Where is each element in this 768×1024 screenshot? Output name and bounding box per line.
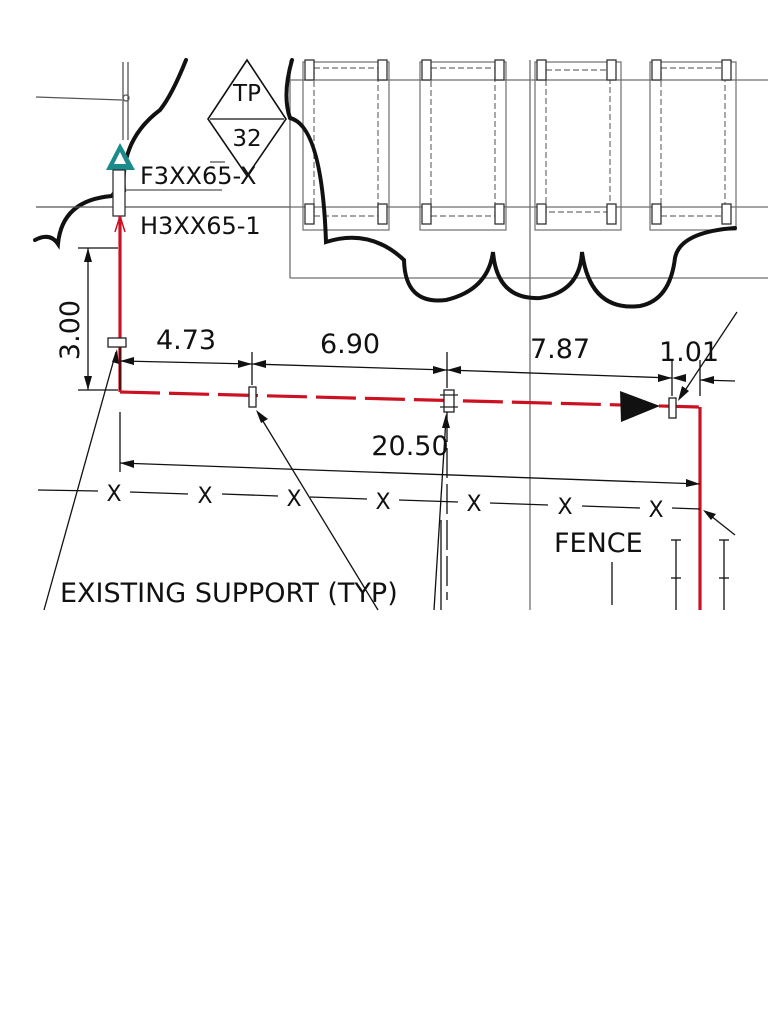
column-posts — [304, 59, 732, 225]
fence-markers: X X X X X X X — [106, 482, 663, 523]
dimension-label-2: 6.90 — [320, 329, 380, 360]
fence-marker: X — [197, 484, 212, 509]
dimension-label-1: 4.73 — [156, 325, 216, 356]
vertical-dimension — [78, 247, 118, 391]
support-leaders — [43, 349, 450, 611]
tag-bottom: H3XX65-1 — [140, 212, 261, 240]
tag-top: F3XX65-X — [140, 162, 256, 190]
dimension-label-4: 1.01 — [659, 337, 719, 368]
column-bays — [302, 61, 737, 231]
total-dimension-label: 20.50 — [371, 431, 448, 462]
fence-marker: X — [648, 498, 663, 523]
fence-marker: X — [106, 482, 121, 507]
post-symbols — [440, 412, 729, 610]
tree-outline-right — [284, 58, 737, 309]
fence-marker: X — [375, 490, 390, 515]
flow-arrow-icon — [620, 391, 660, 422]
fence-marker: X — [286, 487, 301, 512]
segment-dimensions — [119, 348, 736, 396]
pipe-head-box — [112, 169, 126, 217]
fence-line — [37, 489, 701, 510]
fence-marker: X — [466, 492, 481, 517]
structure-grid — [289, 60, 768, 610]
pipe-supports — [107, 337, 677, 419]
fence-leader — [703, 510, 736, 536]
fence-label: FENCE — [554, 528, 643, 559]
diamond-top-label: TP — [232, 81, 261, 107]
existing-support-label: EXISTING SUPPORT (TYP) — [60, 578, 398, 609]
vertical-dimension-label: 3.00 — [55, 300, 86, 360]
tp-diamond: TP 32 — [207, 58, 287, 178]
fence-marker: X — [557, 495, 572, 520]
diamond-bottom-label: 32 — [232, 126, 261, 152]
reference-lines — [35, 62, 290, 208]
dimension-label-3: 7.87 — [530, 334, 590, 365]
total-dimension — [119, 412, 701, 487]
dimension-leader — [678, 311, 738, 401]
